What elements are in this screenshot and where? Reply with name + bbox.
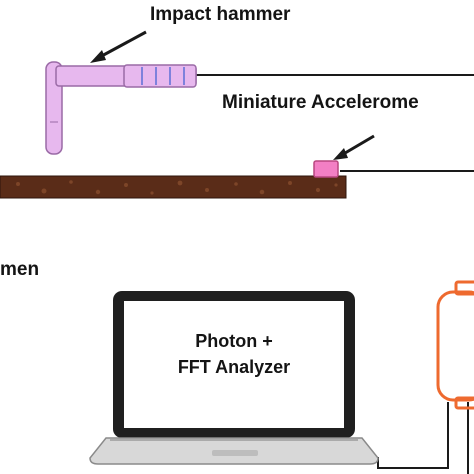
arrow-icon xyxy=(90,30,147,63)
amplifier-body xyxy=(436,290,474,402)
beam-texture xyxy=(16,180,338,195)
specimen-label: men xyxy=(0,259,39,280)
miniature-accelerometer xyxy=(313,160,339,178)
screen-text-line1: Photon + xyxy=(195,331,273,351)
hammer-sleeve xyxy=(123,64,197,88)
amplifier-top-knob xyxy=(454,280,474,296)
laptop-screen xyxy=(124,301,344,428)
arrow-icon xyxy=(333,134,375,160)
specimen-beam xyxy=(0,175,347,199)
impact-hammer xyxy=(45,61,197,155)
amplifier-bottom-knob xyxy=(454,396,474,410)
signal-conditioner-icon xyxy=(436,280,474,410)
impact-hammer-label: Impact hammer xyxy=(150,4,291,25)
laptop-icon: Photon + FFT Analyzer xyxy=(89,291,379,465)
screen-text-line2: FFT Analyzer xyxy=(178,357,290,377)
beam-body xyxy=(0,175,347,199)
accelerometer-label: Miniature Accelerome xyxy=(222,92,419,113)
laptop-trackpad xyxy=(212,450,258,456)
